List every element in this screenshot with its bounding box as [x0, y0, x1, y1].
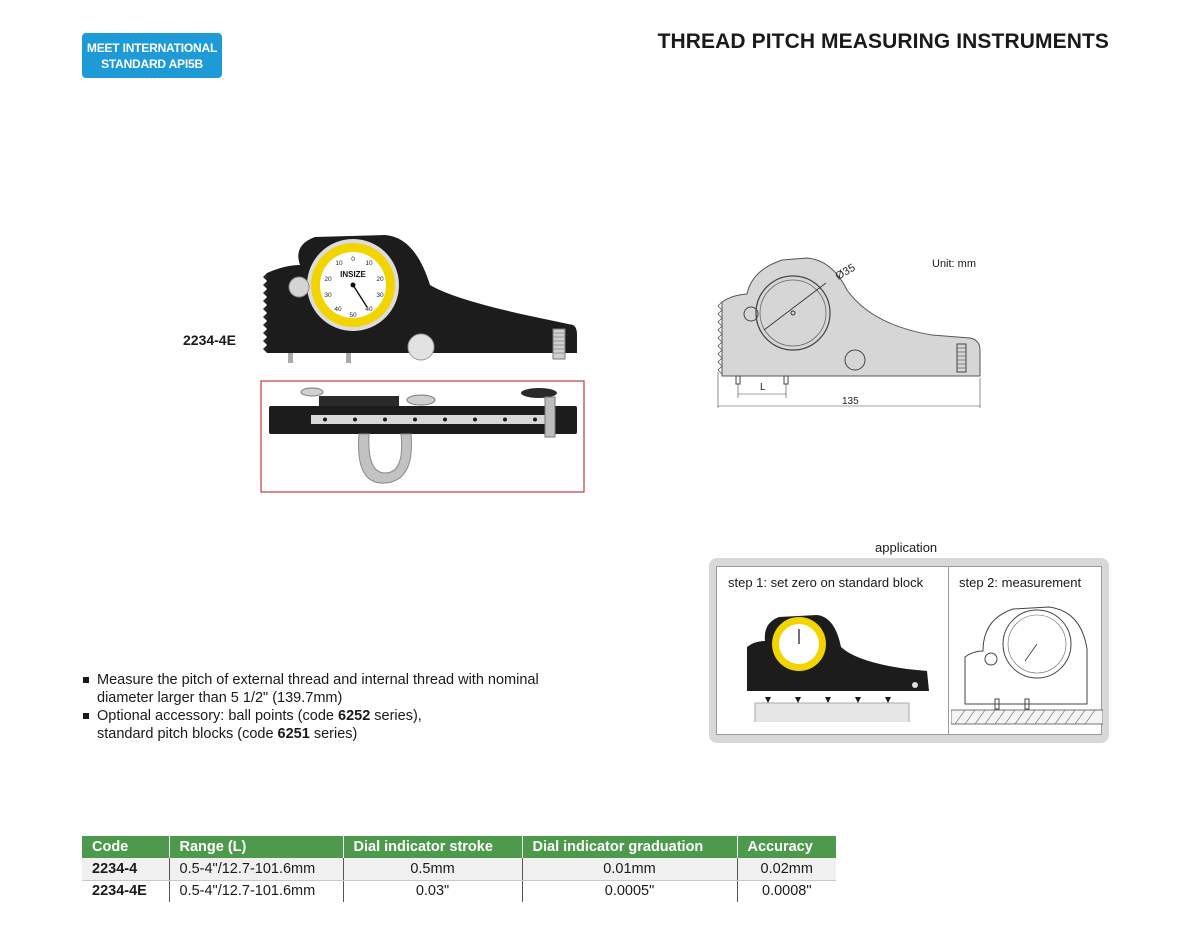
- svg-text:40: 40: [334, 306, 342, 313]
- bottom-view-frame: [260, 380, 585, 493]
- dial-brand: INSIZE: [340, 270, 366, 279]
- application-inner: step 1: set zero on standard block step …: [716, 566, 1103, 735]
- table-header-row: Code Range (L) Dial indicator stroke Dia…: [82, 836, 836, 858]
- step2-illustration: [951, 606, 1103, 725]
- col-range: Range (L): [169, 836, 344, 858]
- contact-point-left: [288, 353, 293, 363]
- svg-text:30: 30: [376, 292, 384, 299]
- svg-text:10: 10: [365, 260, 373, 267]
- step2-label: step 2: measurement: [959, 575, 1082, 590]
- col-stroke: Dial indicator stroke: [343, 836, 523, 858]
- left-knob: [288, 276, 310, 298]
- page-title: THREAD PITCH MEASURING INSTRUMENTS: [657, 30, 1109, 53]
- contact-point-right: [346, 353, 351, 363]
- svg-text:10: 10: [335, 260, 343, 267]
- feature-item: Measure the pitch of external thread and…: [82, 671, 622, 707]
- knurled-knob: [552, 328, 566, 360]
- diameter-label: Ø35: [834, 262, 858, 283]
- application-title: application: [875, 540, 938, 555]
- center-knob: [407, 333, 435, 361]
- feature-list: Measure the pitch of external thread and…: [82, 671, 622, 743]
- application-box: step 1: set zero on standard block step …: [709, 558, 1109, 743]
- technical-diagram: Ø35 L 135: [717, 257, 981, 408]
- product-photo: INSIZE 0 10 10 20 20 30 30 40 40 50: [260, 235, 585, 493]
- width-label: 135: [842, 396, 859, 407]
- badge-line-1: MEET INTERNATIONAL: [86, 41, 218, 55]
- table-row: 2234-4E 0.5-4"/12.7-101.6mm 0.03" 0.0005…: [82, 880, 836, 902]
- svg-text:30: 30: [324, 292, 332, 299]
- col-code: Code: [82, 836, 170, 858]
- step1-illustration: [747, 615, 929, 722]
- standard-badge: MEET INTERNATIONAL STANDARD API5B: [82, 33, 222, 78]
- product-label: 2234-4E: [183, 332, 236, 348]
- svg-text:50: 50: [349, 312, 357, 319]
- diagram-body: [721, 257, 981, 377]
- dial-needle: [352, 284, 368, 308]
- col-accuracy: Accuracy: [737, 836, 836, 858]
- length-label: L: [760, 382, 766, 393]
- unit-label: Unit: mm: [932, 258, 976, 270]
- svg-text:20: 20: [324, 276, 332, 283]
- feature-item: Optional accessory: ball points (code 62…: [82, 707, 622, 743]
- col-graduation: Dial indicator graduation: [522, 836, 738, 858]
- ring-handle: [358, 433, 412, 484]
- step1-label: step 1: set zero on standard block: [728, 575, 924, 590]
- diagram-dial: [755, 275, 831, 351]
- spec-table: Code Range (L) Dial indicator stroke Dia…: [82, 836, 836, 902]
- svg-text:0: 0: [351, 256, 355, 263]
- svg-text:20: 20: [376, 276, 384, 283]
- table-row: 2234-4 0.5-4"/12.7-101.6mm 0.5mm 0.01mm …: [82, 858, 836, 881]
- badge-line-2: STANDARD API5B: [101, 57, 203, 71]
- application-divider: [948, 567, 949, 734]
- svg-text:40: 40: [365, 306, 373, 313]
